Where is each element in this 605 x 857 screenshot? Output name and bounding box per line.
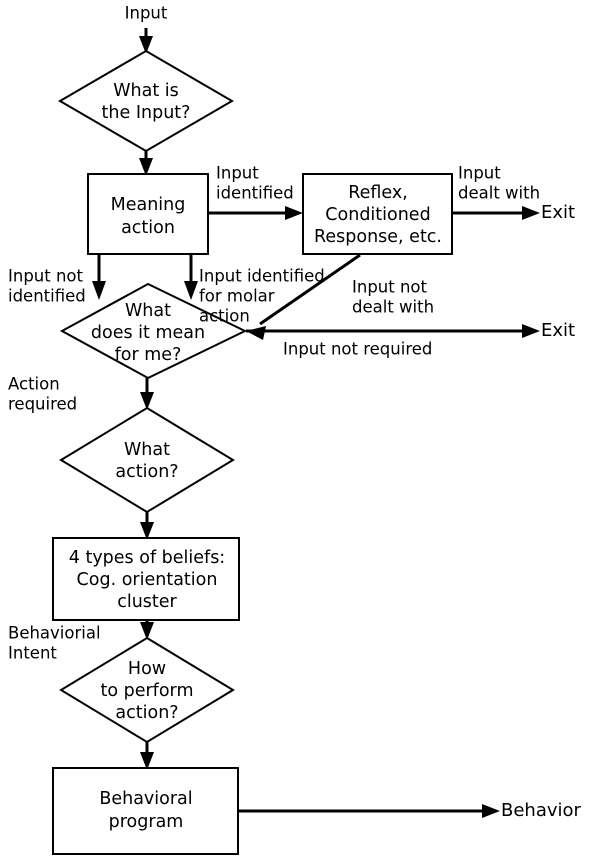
- node-label-what-does-it-mean-line3: for me?: [115, 345, 182, 365]
- edge-label-input-not-dealt-with-line1: Input not: [352, 278, 428, 297]
- edge-reflex-to-exit: [452, 206, 540, 220]
- edge-label-behaviorial-intent-line1: Behaviorial: [8, 624, 101, 643]
- edge-what-is-input-to-meaning-action: [139, 151, 153, 176]
- node-label-reflex-line2: Conditioned: [325, 205, 430, 225]
- edge-label-action-required-line1: Action: [8, 375, 60, 394]
- edge-meaning-action-to-what-does-it-mean-right: [184, 254, 198, 300]
- arrowhead-icon: [140, 752, 154, 770]
- node-label-what-action-line2: action?: [115, 462, 178, 482]
- arrowhead-icon: [184, 281, 198, 300]
- node-beliefs-cluster: [52, 537, 240, 621]
- terminal-label-behavior: Behavior: [501, 800, 582, 821]
- arrowhead-icon: [140, 522, 154, 540]
- arrowhead-icon: [482, 804, 500, 818]
- label-input-entry: Input: [125, 4, 168, 23]
- edge-what-does-it-mean-to-exit: [246, 324, 540, 338]
- edge-meaning-action-to-reflex: [208, 206, 303, 220]
- arrowhead-icon: [139, 158, 153, 176]
- edge-label-input-identified-line1: Input: [216, 164, 259, 183]
- node-label-beliefs-line3: cluster: [117, 592, 177, 612]
- edge-label-input-identified-molar-line2: for molar: [199, 287, 275, 306]
- edge-label-input-not-identified-line1: Input not: [8, 267, 84, 286]
- node-label-reflex-line1: Reflex,: [348, 183, 408, 203]
- node-label-beliefs-line1: 4 types of beliefs:: [69, 548, 225, 568]
- edge-input-to-what-is-input: [139, 28, 153, 54]
- node-label-how-to-perform-line2: to perform: [100, 681, 193, 701]
- node-label-beliefs-line2: Cog. orientation: [77, 570, 218, 590]
- edge-label-input-not-identified-line2: identified: [8, 287, 86, 306]
- node-label-meaning-action-line1: Meaning: [111, 195, 186, 215]
- node-label-what-does-it-mean-line2: does it mean: [91, 323, 205, 343]
- node-reflex-conditioned-response: [302, 173, 453, 255]
- edge-label-input-dealt-with-line2: dealt with: [458, 184, 540, 203]
- node-label-what-does-it-mean-line1: What: [125, 301, 171, 321]
- edge-what-action-to-beliefs: [140, 512, 154, 540]
- arrowhead-icon: [285, 206, 303, 220]
- node-behavioral-program: [52, 767, 239, 855]
- arrowhead-icon: [246, 326, 266, 340]
- arrowhead-icon: [140, 392, 154, 410]
- node-what-is-input: [58, 49, 234, 153]
- node-label-reflex-line3: Response, etc.: [314, 227, 442, 247]
- node-what-action: [59, 406, 235, 514]
- edge-beliefs-to-how-to-perform: [140, 620, 154, 640]
- edge-label-input-identified-molar-line1: Input identified: [199, 267, 325, 286]
- edge-label-action-required-line2: required: [8, 395, 77, 414]
- node-label-behavioral-program-line1: Behavioral: [99, 789, 192, 809]
- edge-how-to-perform-to-behavioral-program: [140, 742, 154, 770]
- node-label-behavioral-program-line2: program: [109, 812, 184, 832]
- edge-label-input-identified-molar-line3: action: [199, 307, 250, 326]
- arrowhead-icon: [139, 36, 153, 54]
- terminal-label-exit-middle: Exit: [541, 320, 575, 341]
- node-label-meaning-action-line2: action: [121, 218, 175, 238]
- edge-label-input-not-dealt-with-line2: dealt with: [352, 298, 434, 317]
- edge-label-input-dealt-with-line1: Input: [458, 164, 501, 183]
- arrowhead-icon: [92, 281, 106, 300]
- node-label-what-is-input-line1: What is: [113, 81, 179, 101]
- arrowhead-icon: [522, 324, 540, 338]
- edge-meaning-action-to-what-does-it-mean-left: [92, 254, 106, 300]
- edge-label-input-identified-line2: identified: [216, 184, 294, 203]
- node-label-how-to-perform-line3: action?: [115, 703, 178, 723]
- arrowhead-icon: [522, 206, 540, 220]
- node-label-how-to-perform-line1: How: [128, 659, 166, 679]
- node-meaning-action: [87, 173, 209, 255]
- edge-what-does-it-mean-to-what-action: [140, 378, 154, 410]
- edge-behavioral-program-to-behavior: [238, 804, 500, 818]
- edge-label-behaviorial-intent-line2: Intent: [8, 644, 57, 663]
- node-label-what-is-input-line2: the Input?: [102, 103, 191, 123]
- node-label-what-action-line1: What: [124, 440, 170, 460]
- terminal-label-exit-top: Exit: [541, 202, 575, 223]
- edge-label-input-not-required: Input not required: [283, 340, 432, 359]
- arrowhead-icon: [140, 622, 154, 640]
